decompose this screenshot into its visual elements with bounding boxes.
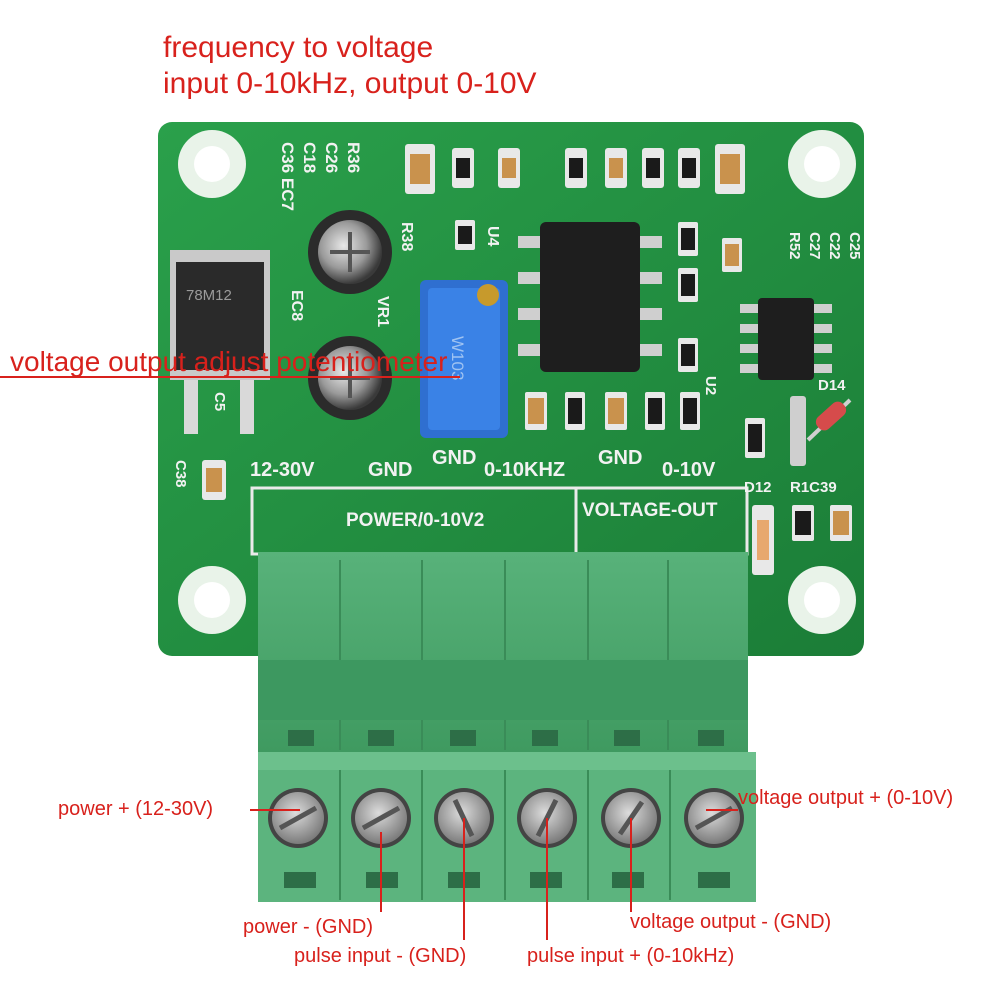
dip-ic-u4 bbox=[518, 222, 662, 372]
silk-c18: C18 bbox=[300, 142, 319, 173]
silk-r36: R36 bbox=[344, 142, 363, 173]
callout-potentiometer: voltage output adjust potentiometer bbox=[10, 346, 448, 377]
capacitor-ec7 bbox=[308, 210, 392, 294]
callout-power-minus: power - (GND) bbox=[243, 916, 374, 938]
callout-pulse-plus: pulse input + (0-10kHz) bbox=[527, 945, 735, 967]
silk-power-block: POWER/0-10V2 bbox=[346, 510, 484, 531]
silk-c36-ec7: C36 EC7 bbox=[278, 142, 297, 211]
title-line-2: input 0-10kHz, output 0-10V bbox=[163, 67, 537, 100]
silk-gnd-1: GND bbox=[368, 459, 412, 481]
soic-ic-u2 bbox=[740, 298, 832, 380]
silk-r1c39: R1C39 bbox=[790, 479, 837, 496]
silk-c27: C27 bbox=[806, 232, 823, 260]
terminal-block bbox=[258, 552, 756, 902]
callout-voltage-out-plus: voltage output + (0-10V) bbox=[738, 787, 954, 809]
silk-ec8: EC8 bbox=[288, 290, 305, 321]
silk-gnd-2: GND bbox=[432, 447, 476, 469]
silk-c26: C26 bbox=[322, 142, 341, 173]
diode-d14 bbox=[790, 396, 852, 466]
silk-r38: R38 bbox=[398, 222, 415, 251]
silk-u2: U2 bbox=[702, 376, 719, 395]
silk-c5: C5 bbox=[211, 392, 228, 411]
silk-d14: D14 bbox=[818, 377, 846, 394]
mounting-holes bbox=[178, 130, 856, 634]
silk-c25: C25 bbox=[846, 232, 863, 260]
callout-lines bbox=[0, 376, 738, 940]
callout-pulse-minus: pulse input - (GND) bbox=[294, 945, 467, 967]
voltage-regulator bbox=[170, 250, 270, 434]
smd-components bbox=[202, 144, 852, 575]
silk-vr1: VR1 bbox=[374, 296, 391, 327]
silk-0-10khz: 0-10KHZ bbox=[484, 459, 565, 481]
callout-power-plus: power + (12-30V) bbox=[58, 798, 214, 820]
potentiometer bbox=[420, 280, 508, 438]
callout-voltage-out-minus: voltage output - (GND) bbox=[630, 911, 832, 933]
silk-0-10v: 0-10V bbox=[662, 459, 716, 481]
silk-u4: U4 bbox=[484, 226, 501, 247]
title-line-1: frequency to voltage bbox=[163, 31, 434, 64]
silk-c38: C38 bbox=[172, 460, 189, 488]
silk-d12: D12 bbox=[744, 479, 772, 496]
silk-12-30v: 12-30V bbox=[250, 459, 315, 481]
pot-marking: W103 bbox=[448, 336, 467, 380]
silk-r52: R52 bbox=[786, 232, 803, 260]
silk-gnd-3: GND bbox=[598, 447, 642, 469]
silk-voltage-out: VOLTAGE-OUT bbox=[582, 500, 718, 521]
regulator-marking: 78M12 bbox=[186, 287, 232, 304]
silk-c22: C22 bbox=[826, 232, 843, 260]
